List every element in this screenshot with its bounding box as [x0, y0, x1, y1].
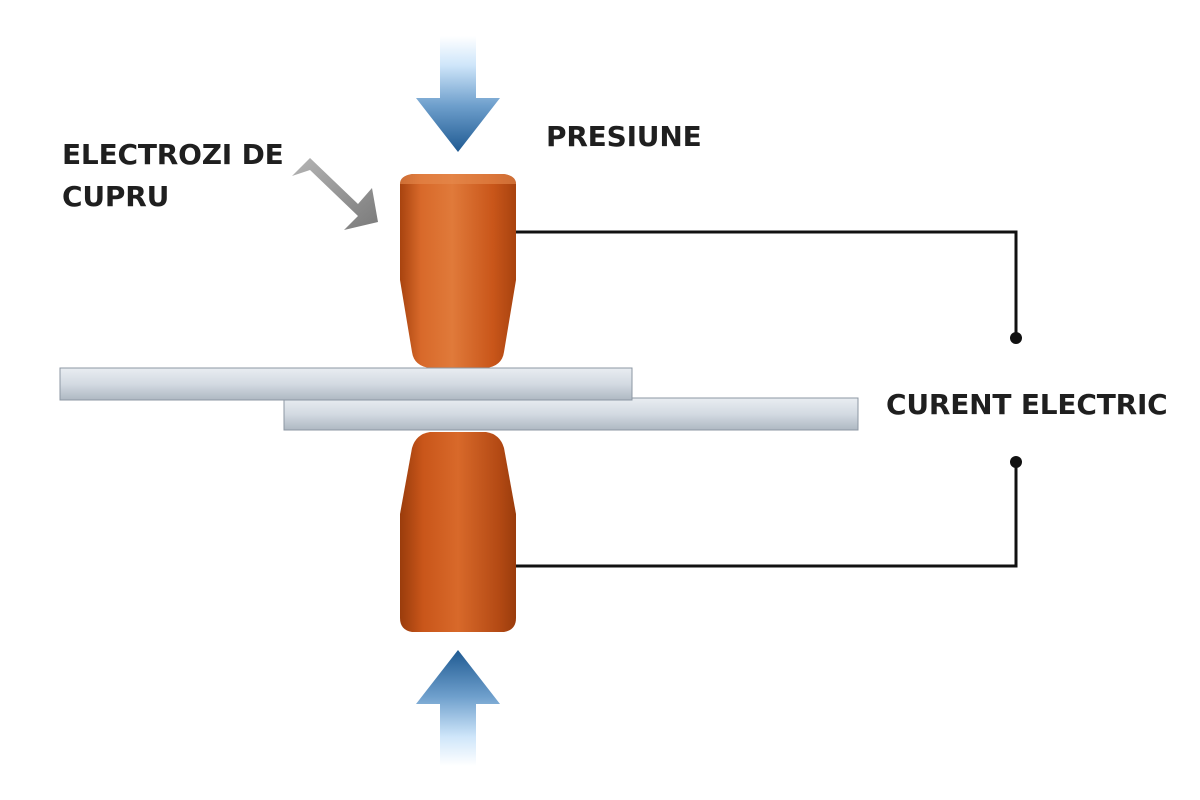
upper-copper-electrode — [400, 174, 516, 368]
copper-electrodes-label: ELECTROZI DE CUPRU — [62, 134, 284, 218]
upper-sheet — [59, 367, 633, 401]
metal-sheets — [59, 367, 859, 431]
lower-sheet — [283, 397, 859, 431]
lower-copper-electrode — [400, 432, 516, 632]
terminal-upper — [1010, 332, 1022, 344]
electric-circuit-wire — [516, 230, 1018, 568]
copper-electrodes-label-line2: CUPRU — [62, 180, 170, 213]
lower-wire — [516, 464, 1018, 568]
terminal-lower — [1010, 456, 1022, 468]
pressure-arrow-top-icon — [416, 36, 500, 152]
pressure-arrow-bottom-icon — [416, 650, 500, 766]
copper-electrodes-label-line1: ELECTROZI DE — [62, 138, 284, 171]
pressure-label: PRESIUNE — [546, 120, 702, 153]
electrode-pointer-arrow-icon — [292, 158, 378, 230]
upper-wire — [516, 230, 1018, 336]
electric-current-label: CURENT ELECTRIC — [886, 388, 1168, 421]
